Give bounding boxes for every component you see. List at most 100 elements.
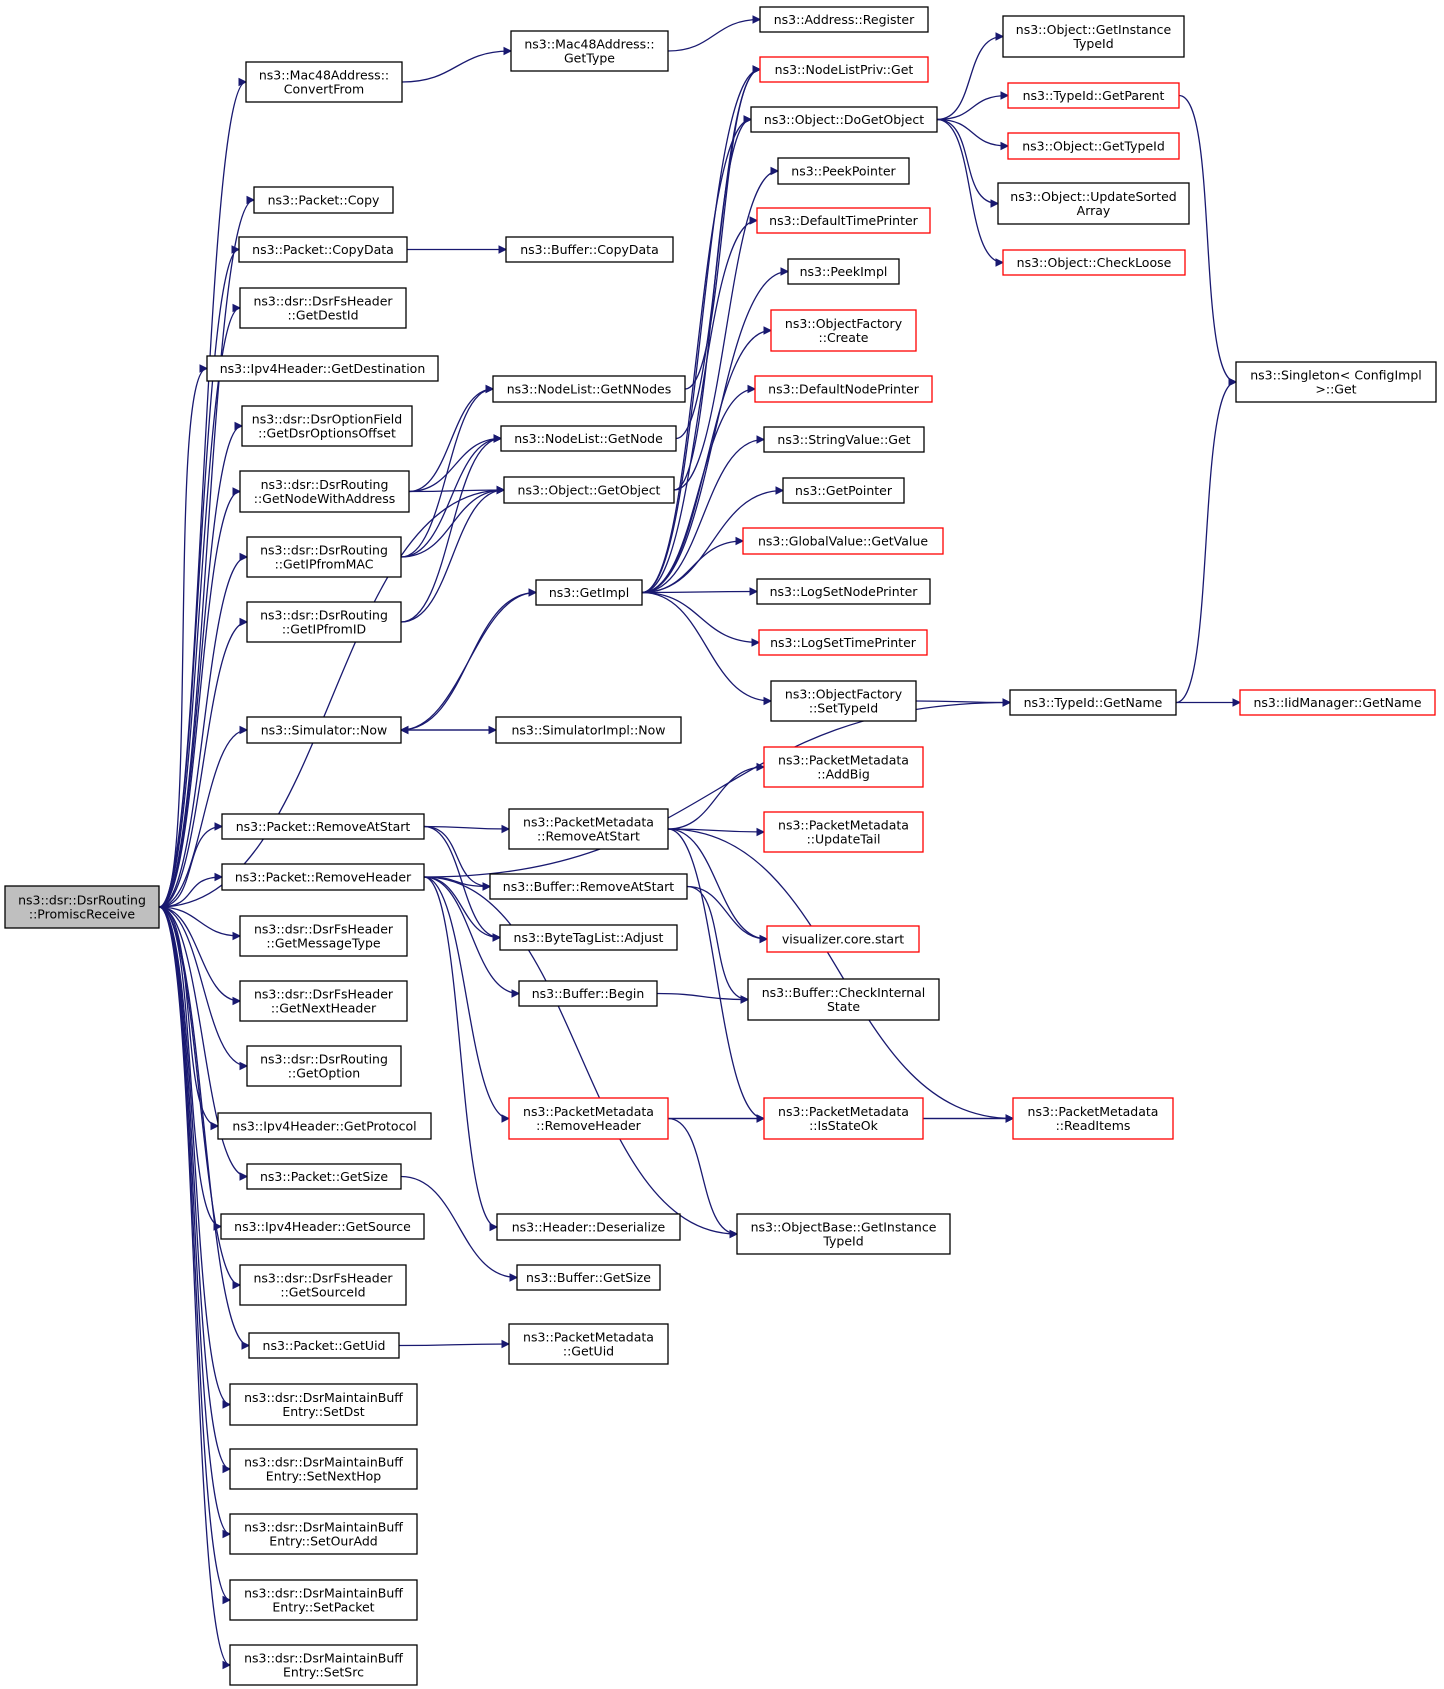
- node-box-object_dogetobject[interactable]: [750, 106, 938, 133]
- node-box-packet_getuid[interactable]: [248, 1332, 400, 1359]
- node-logsetnodeprinter[interactable]: ns3::LogSetNodePrinter: [756, 578, 931, 605]
- node-dsrrouting_getipfromid[interactable]: ns3::dsr::DsrRouting::GetIPfromID: [246, 601, 402, 643]
- node-simulatorimpl_now[interactable]: ns3::SimulatorImpl::Now: [495, 716, 682, 744]
- node-typeid_getparent[interactable]: ns3::TypeId::GetParent: [1007, 82, 1180, 109]
- node-box-buffer_copydata[interactable]: [505, 236, 674, 263]
- node-box-fsheader_getmessagetype[interactable]: [239, 915, 408, 957]
- node-mac48_gettype[interactable]: ns3::Mac48Address::GetType: [510, 30, 669, 72]
- node-iidmanager_getname[interactable]: ns3::IidManager::GetName: [1239, 689, 1436, 716]
- node-box-singleton_get[interactable]: [1235, 361, 1437, 403]
- node-box-packet_removeheader[interactable]: [221, 863, 425, 891]
- node-box-packet_copy[interactable]: [253, 186, 394, 214]
- node-object_gettypeid[interactable]: ns3::Object::GetTypeId: [1007, 132, 1180, 160]
- node-pm_removeheader[interactable]: ns3::PacketMetadata::RemoveHeader: [508, 1097, 669, 1140]
- node-pm_removeatstart[interactable]: ns3::PacketMetadata::RemoveAtStart: [508, 808, 669, 850]
- node-optionfield_getdsroptionsoffset[interactable]: ns3::dsr::DsrOptionField::GetDsrOptionsO…: [241, 405, 413, 447]
- node-box-defaulttimeprinter[interactable]: [756, 207, 931, 234]
- node-buffer_removeatstart[interactable]: ns3::Buffer::RemoveAtStart: [489, 873, 688, 900]
- node-box-objectbase_getinstancetypeid[interactable]: [736, 1213, 951, 1255]
- node-logsettimeprinter[interactable]: ns3::LogSetTimePrinter: [758, 629, 928, 656]
- node-object_checkloose[interactable]: ns3::Object::CheckLoose: [1002, 249, 1186, 276]
- node-buffer_copydata[interactable]: ns3::Buffer::CopyData: [505, 236, 674, 263]
- node-pm_addbig[interactable]: ns3::PacketMetadata::AddBig: [763, 746, 924, 788]
- node-buffer_begin[interactable]: ns3::Buffer::Begin: [518, 980, 658, 1007]
- node-pm_readitems[interactable]: ns3::PacketMetadata::ReadItems: [1012, 1097, 1174, 1140]
- node-box-nodelistpriv_get[interactable]: [759, 56, 929, 83]
- node-bytetaglist_adjust[interactable]: ns3::ByteTagList::Adjust: [499, 924, 678, 951]
- node-box-dsrrouting_getnodewithaddress[interactable]: [239, 470, 410, 513]
- node-header_deserialize[interactable]: ns3::Header::Deserialize: [496, 1213, 681, 1241]
- node-object_getobject[interactable]: ns3::Object::GetObject: [503, 476, 675, 504]
- node-box-ipv4_getsource[interactable]: [220, 1213, 425, 1240]
- node-box-pm_removeheader[interactable]: [508, 1097, 669, 1140]
- node-box-root[interactable]: [4, 885, 160, 929]
- node-box-logsetnodeprinter[interactable]: [756, 578, 931, 605]
- node-dsrrouting_getnodewithaddress[interactable]: ns3::dsr::DsrRouting::GetNodeWithAddress: [239, 470, 410, 513]
- node-box-object_gettypeid[interactable]: [1007, 132, 1180, 160]
- node-box-typeid_getparent[interactable]: [1007, 82, 1180, 109]
- node-box-optionfield_getdsroptionsoffset[interactable]: [241, 405, 413, 447]
- node-singleton_get[interactable]: ns3::Singleton< ConfigImpl >::Get: [1235, 361, 1437, 403]
- node-box-pm_getuid[interactable]: [508, 1323, 669, 1365]
- node-box-nodelist_getnnodes[interactable]: [492, 375, 686, 403]
- node-objectfactory_create[interactable]: ns3::ObjectFactory::Create: [770, 309, 917, 352]
- node-box-objectfactory_create[interactable]: [770, 309, 917, 352]
- node-typeid_getname[interactable]: ns3::TypeId::GetName: [1009, 689, 1177, 716]
- node-box-mac48_gettype[interactable]: [510, 30, 669, 72]
- node-objectfactory_settypeid[interactable]: ns3::ObjectFactory::SetTypeId: [770, 680, 917, 722]
- node-box-mbe_setsrc[interactable]: [229, 1644, 418, 1686]
- node-box-fsheader_getnextheader[interactable]: [239, 980, 408, 1022]
- node-box-ipv4_getprotocol[interactable]: [217, 1112, 432, 1140]
- node-box-nodelist_getnode[interactable]: [500, 425, 677, 452]
- node-box-mbe_setouradd[interactable]: [229, 1513, 418, 1555]
- node-box-packet_removeatstart[interactable]: [221, 813, 425, 840]
- node-box-buffer_removeatstart[interactable]: [489, 873, 688, 900]
- node-box-stringvalue_get[interactable]: [763, 426, 925, 453]
- node-nodelist_getnnodes[interactable]: ns3::NodeList::GetNNodes: [492, 375, 686, 403]
- node-packet_removeheader[interactable]: ns3::Packet::RemoveHeader: [221, 863, 425, 891]
- node-pm_updatetail[interactable]: ns3::PacketMetadata::UpdateTail: [763, 811, 924, 853]
- node-box-getpointer[interactable]: [782, 477, 905, 504]
- node-mbe_setouradd[interactable]: ns3::dsr::DsrMaintainBuffEntry::SetOurAd…: [229, 1513, 418, 1555]
- node-getpointer[interactable]: ns3::GetPointer: [782, 477, 905, 504]
- node-simulator_now[interactable]: ns3::Simulator::Now: [246, 716, 402, 744]
- node-box-dsrrouting_getoption[interactable]: [246, 1045, 402, 1087]
- node-getimpl[interactable]: ns3::GetImpl: [535, 579, 643, 606]
- node-packet_getsize[interactable]: ns3::Packet::GetSize: [246, 1163, 402, 1190]
- node-box-visualizer_core_start[interactable]: [766, 925, 920, 953]
- node-box-fsheader_getdestid[interactable]: [239, 287, 407, 329]
- node-pm_isstateok[interactable]: ns3::PacketMetadata::IsStateOk: [763, 1097, 924, 1140]
- node-address_register[interactable]: ns3::Address::Register: [759, 6, 929, 33]
- node-mbe_setnexthop[interactable]: ns3::dsr::DsrMaintainBuffEntry::SetNextH…: [229, 1448, 418, 1490]
- node-fsheader_getnextheader[interactable]: ns3::dsr::DsrFsHeader::GetNextHeader: [239, 980, 408, 1022]
- node-box-header_deserialize[interactable]: [496, 1213, 681, 1241]
- node-defaulttimeprinter[interactable]: ns3::DefaultTimePrinter: [756, 207, 931, 234]
- node-ipv4_getdestination[interactable]: ns3::Ipv4Header::GetDestination: [206, 355, 439, 382]
- node-dsrrouting_getoption[interactable]: ns3::dsr::DsrRouting::GetOption: [246, 1045, 402, 1087]
- node-box-simulator_now[interactable]: [246, 716, 402, 744]
- node-fsheader_getdestid[interactable]: ns3::dsr::DsrFsHeader::GetDestId: [239, 287, 407, 329]
- node-box-iidmanager_getname[interactable]: [1239, 689, 1436, 716]
- node-box-pm_removeatstart[interactable]: [508, 808, 669, 850]
- node-box-globalvalue_getvalue[interactable]: [742, 527, 944, 555]
- node-box-packet_getsize[interactable]: [246, 1163, 402, 1190]
- node-box-ipv4_getdestination[interactable]: [206, 355, 439, 382]
- node-packet_copy[interactable]: ns3::Packet::Copy: [253, 186, 394, 214]
- node-box-bytetaglist_adjust[interactable]: [499, 924, 678, 951]
- node-box-getimpl[interactable]: [535, 579, 643, 606]
- node-nodelistpriv_get[interactable]: ns3::NodeListPriv::Get: [759, 56, 929, 83]
- node-buffer_getsize[interactable]: ns3::Buffer::GetSize: [516, 1264, 661, 1291]
- node-box-mbe_setpacket[interactable]: [229, 1579, 418, 1621]
- node-box-pm_readitems[interactable]: [1012, 1097, 1174, 1140]
- node-pm_getuid[interactable]: ns3::PacketMetadata::GetUid: [508, 1323, 669, 1365]
- node-visualizer_core_start[interactable]: visualizer.core.start: [766, 925, 920, 953]
- node-box-mbe_setnexthop[interactable]: [229, 1448, 418, 1490]
- node-mbe_setpacket[interactable]: ns3::dsr::DsrMaintainBuffEntry::SetPacke…: [229, 1579, 418, 1621]
- node-box-packet_copydata[interactable]: [238, 236, 408, 263]
- node-object_dogetobject[interactable]: ns3::Object::DoGetObject: [750, 106, 938, 133]
- node-packet_copydata[interactable]: ns3::Packet::CopyData: [238, 236, 408, 263]
- node-defaultnodeprinter[interactable]: ns3::DefaultNodePrinter: [754, 375, 933, 403]
